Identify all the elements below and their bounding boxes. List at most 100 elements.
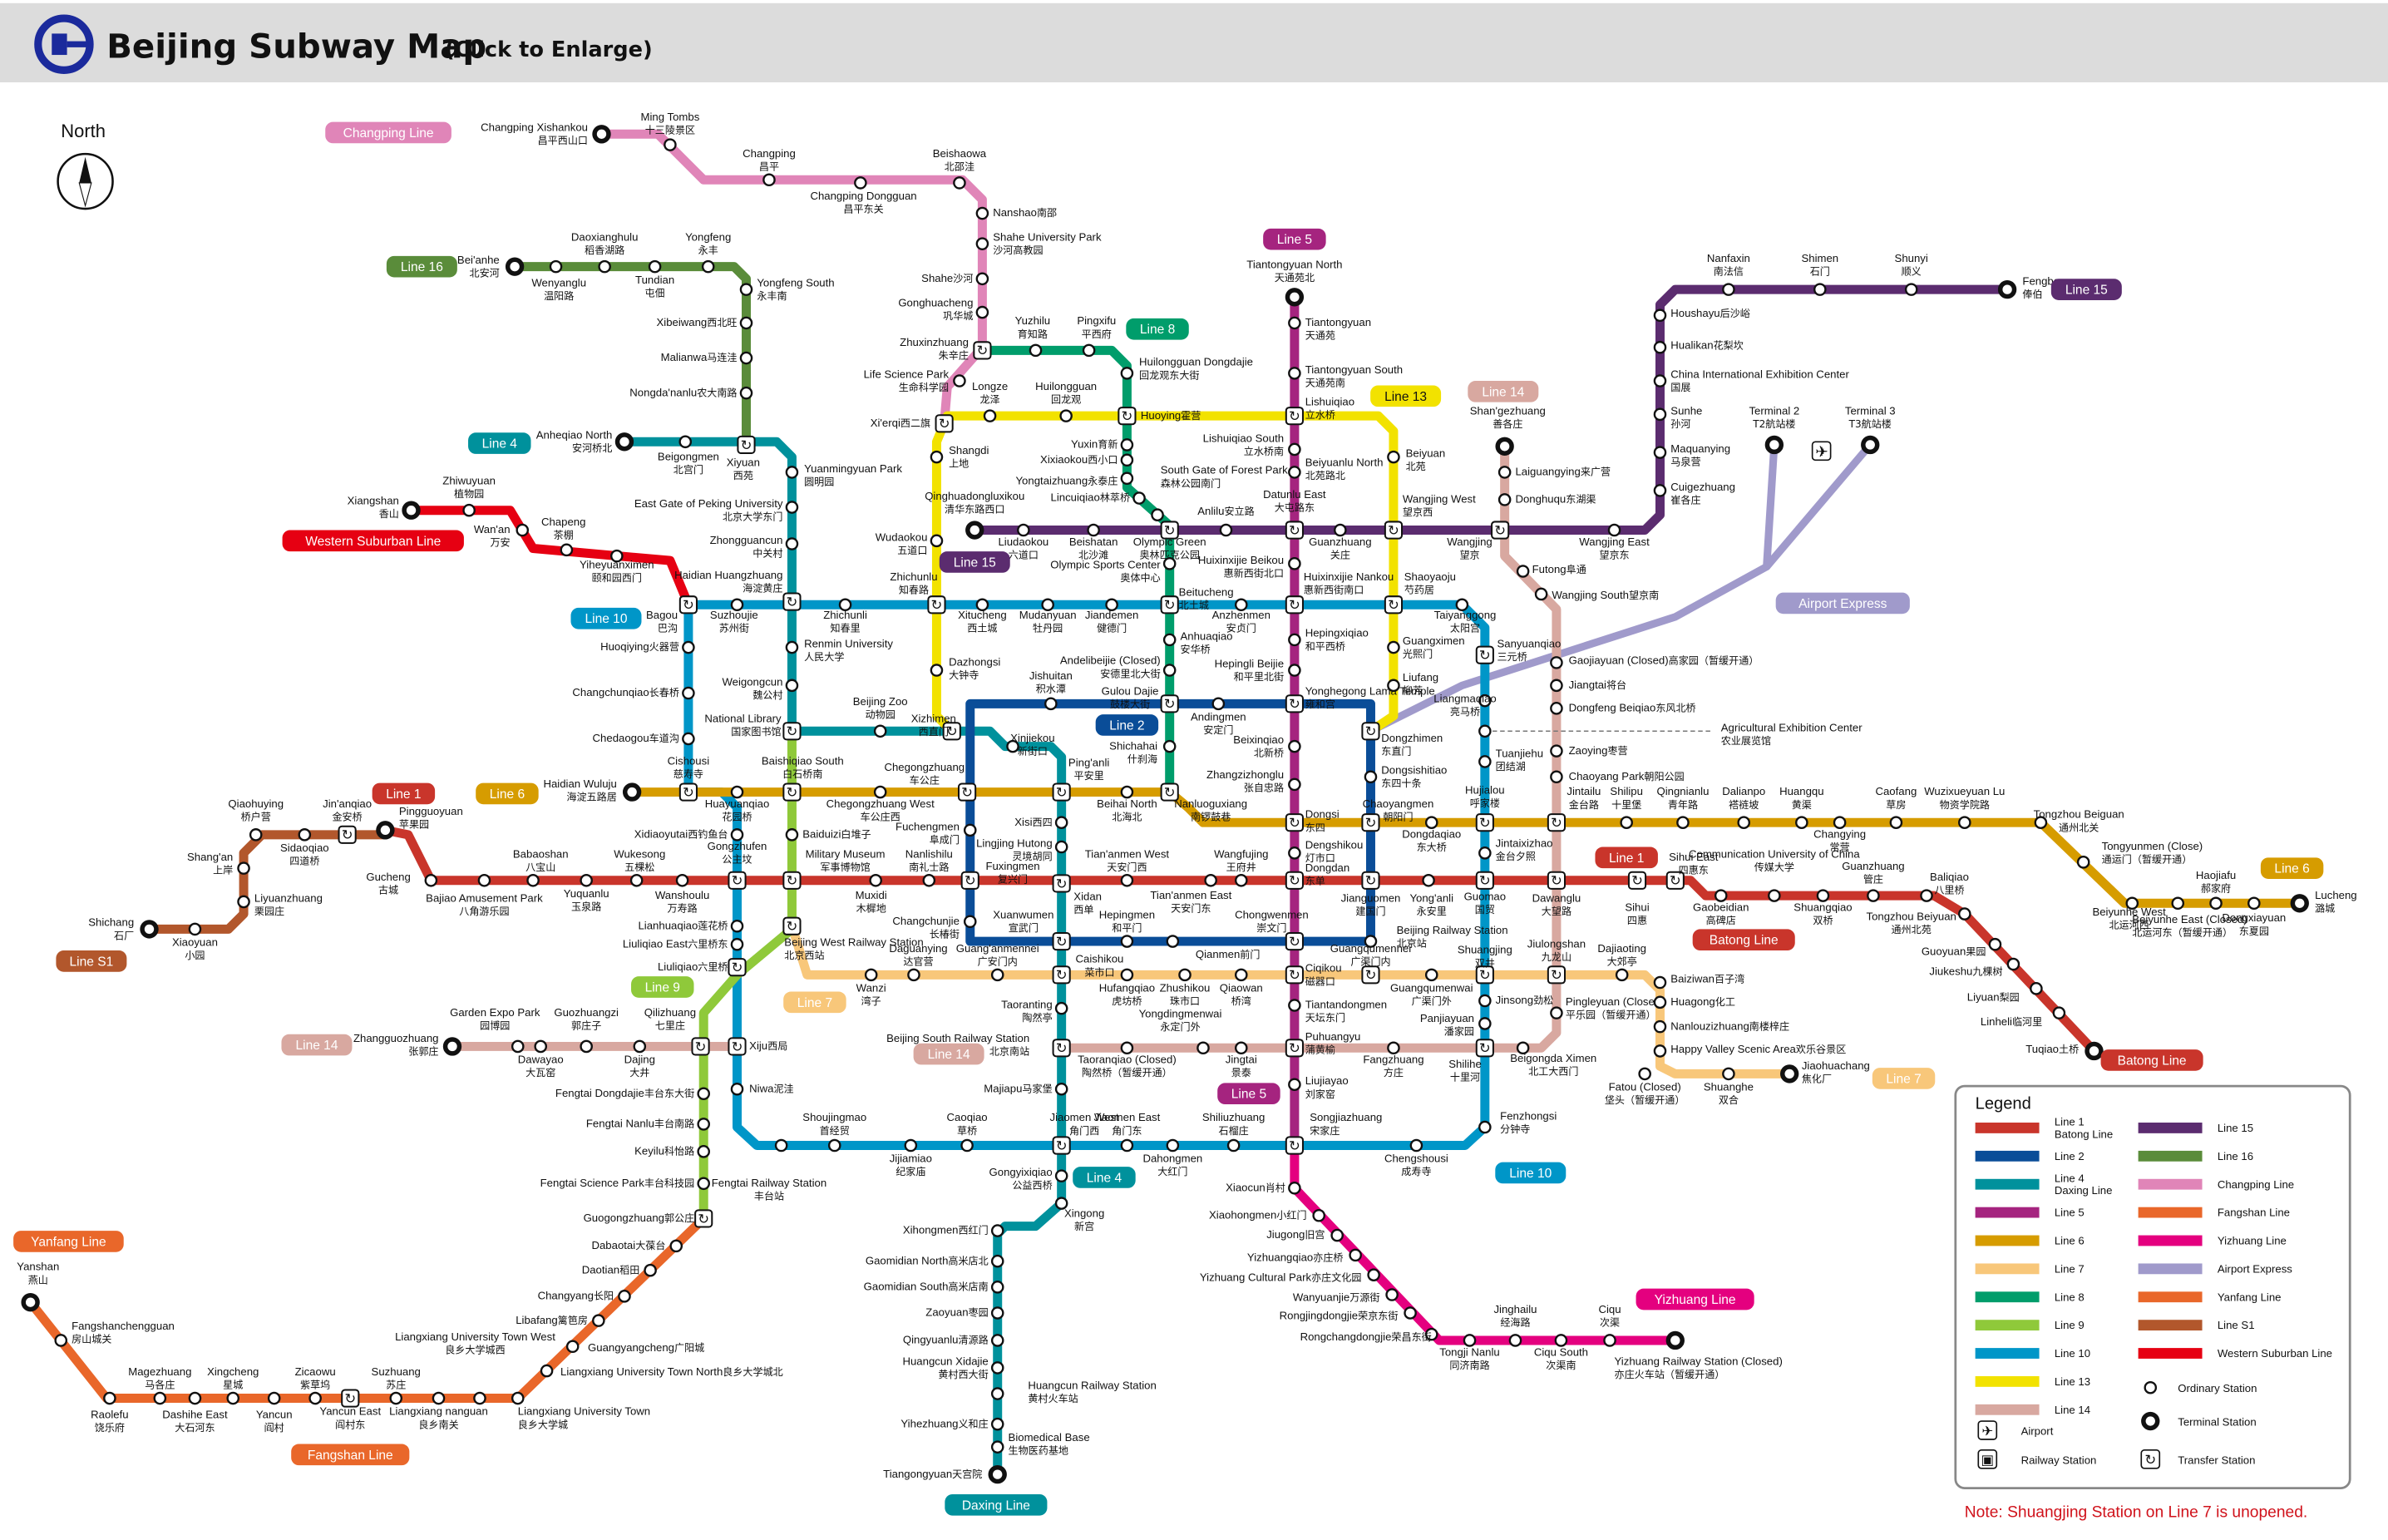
line-badge[interactable]: Airport Express (1775, 592, 1910, 615)
station-line14[interactable]: Chaoyang Park朝阳公园 (1550, 770, 1685, 784)
line-badge[interactable]: Line 6 (476, 782, 539, 805)
station-changping[interactable]: Shahe沙河 (921, 272, 989, 286)
station-line1[interactable]: Liyuan梨园 (1967, 982, 2043, 1003)
station-fangshan[interactable]: Liangxiang University Town North良乡大学城北 (540, 1364, 783, 1378)
station-line14[interactable]: Futong阜通 (1516, 563, 1586, 578)
station-line14[interactable]: Gaojiayuan (Closed)高家园（暂缓开通） (1550, 654, 1759, 669)
station-line16[interactable]: Nongda'nanlu农大南路 (629, 386, 753, 400)
station-line10[interactable]: Niwa泥洼 (730, 1082, 794, 1096)
station-line8[interactable]: Yongtaizhuang永泰庄 (1015, 471, 1134, 487)
line-badge[interactable]: Daxing Line (945, 1493, 1048, 1516)
station-fangshan[interactable]: Libafang篱笆房 (516, 1314, 605, 1327)
station-line10[interactable]: Xidiaoyutai西钓鱼台 (634, 828, 744, 842)
station-yizhuang[interactable]: Xiaohongmen小红门 (1209, 1208, 1325, 1222)
station-line1[interactable]: Jiukeshu九棵树 (1929, 957, 2020, 977)
station-line1[interactable]: Tuqiao土桥 (2025, 1041, 2104, 1061)
station-line14[interactable]: Donghuqu东湖渠 (1497, 493, 1596, 506)
station-yizhuang[interactable]: Rongchangdongjie荣昌东街 (1300, 1327, 1438, 1343)
line-badge[interactable]: Line 2 (1095, 714, 1159, 736)
station-line4[interactable]: Xisi西四 (1014, 816, 1068, 829)
station-yizhuang[interactable]: Yizhuang Railway Station (Closed)亦庄火车站（暂… (1615, 1330, 1783, 1380)
station-yizhuang[interactable]: Wanyuanjie万源街 (1293, 1288, 1399, 1303)
station-yizhuang[interactable]: Yizhuang Cultural Park亦庄文化园 (1200, 1268, 1380, 1284)
line-badge[interactable]: Line 4 (1073, 1167, 1136, 1188)
station-line10[interactable]: Huoqiying火器营 (600, 640, 695, 654)
station-line14[interactable]: Taoranqiao (Closed)陶然桥（暂缓开通） (1078, 1041, 1177, 1078)
station-line8[interactable]: Lincuiqiao林萃桥 (1051, 491, 1146, 505)
station-line8[interactable]: Yuxin育新 (1071, 438, 1134, 452)
station-line9[interactable]: Keyilu科怡路 (634, 1144, 710, 1158)
line-badge[interactable]: Line 15 (939, 551, 1010, 573)
station-line9[interactable]: Fengtai Dongdajie丰台东大街 (555, 1087, 710, 1101)
line-badge[interactable]: Line 14 (913, 1043, 984, 1065)
